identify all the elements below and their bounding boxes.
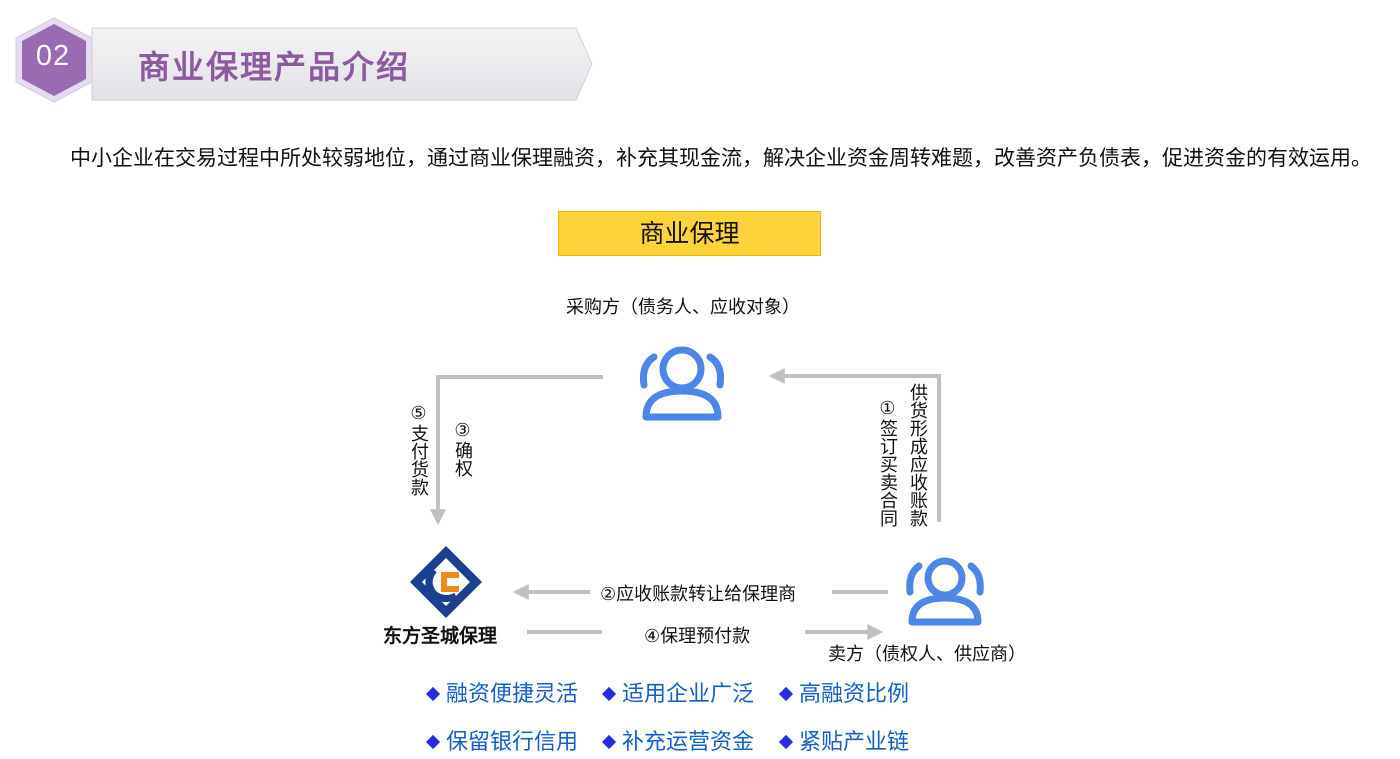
diamond-bullet-icon: [778, 734, 794, 749]
diamond-bullet-icon: [425, 734, 441, 749]
step-pay-label: ⑤支付货款: [408, 403, 429, 496]
diamond-bullet-icon: [425, 686, 441, 701]
hexagon-badge: [22, 24, 86, 96]
feature-item: 融资便捷灵活: [425, 676, 578, 708]
feature-item: 保留银行信用: [425, 724, 578, 756]
diagram-title: 商业保理: [558, 211, 821, 256]
seller-group-icon: [906, 557, 984, 626]
step-contract-label: ①签订买卖合同: [877, 398, 898, 527]
section-number: 02: [35, 40, 71, 72]
buyer-group-icon: [640, 346, 724, 421]
step-supply-label: 供货形成应收账款: [907, 383, 928, 527]
arrow-pay-confirm: [430, 375, 603, 526]
feature-item: 适用企业广泛: [601, 676, 754, 708]
diamond-bullet-icon: [601, 734, 617, 749]
feature-item: 高融资比例: [778, 676, 909, 708]
feature-item: 紧贴产业链: [778, 724, 909, 756]
step-prepay-label: ④保理预付款: [644, 626, 751, 647]
company-logo-icon: [410, 546, 482, 618]
step-confirm-label: ③确权: [452, 420, 473, 477]
header-banner: 02 商业保理产品介绍: [0, 0, 620, 112]
buyer-label: 采购方（债务人、应收对象）: [566, 297, 800, 318]
page-title: 商业保理产品介绍: [138, 48, 411, 86]
header-banner-shape: [15, 17, 593, 103]
company-logo-text: 东方圣城保理: [383, 625, 498, 647]
diamond-bullet-icon: [601, 686, 617, 701]
step-transfer-label: ②应收账款转让给保理商: [600, 584, 797, 605]
seller-label: 卖方（债权人、供应商）: [828, 644, 1026, 665]
diamond-bullet-icon: [778, 686, 794, 701]
arrow-contract-supply: [768, 368, 941, 522]
intro-paragraph: 中小企业在交易过程中所处较弱地位，通过商业保理融资，补充其现金流，解决企业资金周…: [70, 146, 1372, 170]
feature-item: 补充运营资金: [601, 724, 754, 756]
